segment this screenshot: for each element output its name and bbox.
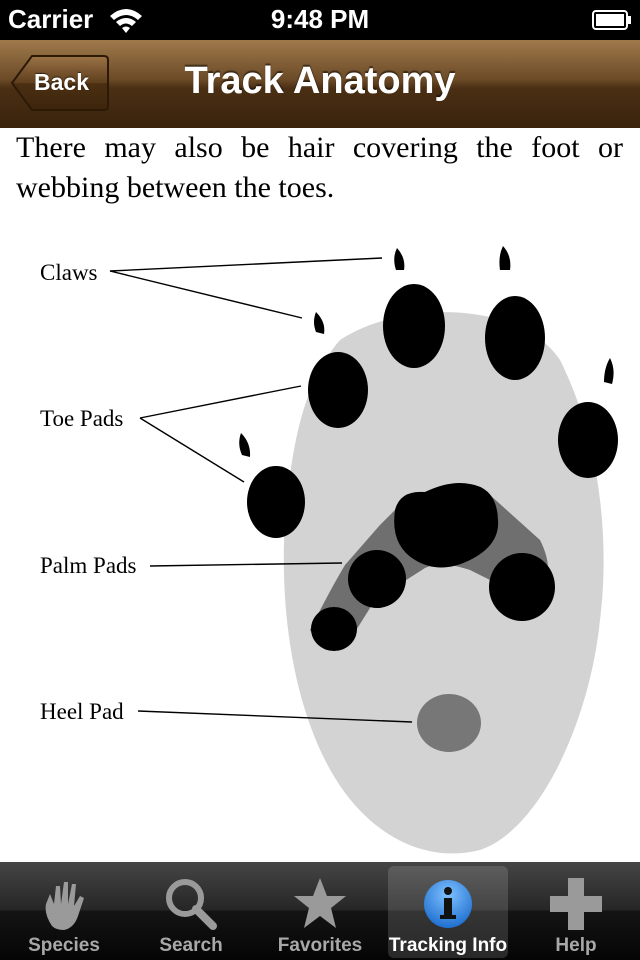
label-toe-pads: Toe Pads	[40, 406, 123, 431]
label-palm-pads: Palm Pads	[40, 553, 137, 578]
tab-favorites[interactable]: Favorites	[260, 866, 380, 958]
content-area: Claws Toe Pads Palm Pads Heel Pad There …	[0, 128, 640, 862]
palm-pad-left	[348, 550, 406, 608]
tab-species-label: Species	[28, 935, 100, 956]
info-icon	[424, 880, 472, 928]
foot-outline	[283, 312, 604, 854]
claw-3	[314, 312, 325, 334]
back-button-shape	[10, 55, 109, 111]
tab-help[interactable]: Help	[516, 866, 636, 958]
palm-pad-right	[489, 553, 555, 621]
label-heel-pad: Heel Pad	[40, 699, 124, 724]
carrier-label: Carrier	[8, 4, 94, 34]
claw-1	[394, 248, 405, 270]
navigation-bar: Back Track Anatomy	[0, 40, 640, 129]
back-button[interactable]: Back	[10, 54, 110, 112]
clock: 9:48 PM	[270, 4, 370, 34]
page-title: Track Anatomy	[184, 60, 456, 102]
claw-5	[239, 433, 251, 457]
palm-pad-main	[394, 483, 499, 568]
toe-pad-3	[308, 352, 368, 428]
toe-pad-4	[558, 402, 618, 478]
status-bar: Carrier 9:48 PM	[0, 0, 640, 40]
tab-search-label: Search	[159, 935, 223, 956]
wifi-icon	[110, 9, 142, 33]
tab-favorites-label: Favorites	[277, 935, 363, 956]
toe-pad-2	[485, 296, 545, 380]
leader-lines	[109, 257, 413, 723]
magnifier-icon	[166, 879, 217, 930]
toe-pad-1	[383, 284, 445, 368]
tab-help-label: Help	[555, 935, 597, 956]
label-claws: Claws	[40, 260, 98, 285]
palm-pad-outer	[311, 607, 357, 651]
tab-tracking-info-label: Tracking Info	[388, 935, 508, 956]
intro-text: There may also be hair covering the foot…	[16, 131, 623, 204]
track-anatomy-diagram: Claws Toe Pads Palm Pads Heel Pad	[40, 246, 618, 854]
star-icon	[294, 878, 346, 928]
heel-pad	[417, 694, 481, 752]
back-button-label: Back	[34, 69, 89, 95]
hand-icon	[45, 882, 84, 930]
toe-pad-5	[247, 466, 305, 538]
claw-4	[604, 358, 614, 384]
tab-search[interactable]: Search	[131, 866, 251, 958]
tab-species[interactable]: Species	[4, 866, 124, 958]
battery-icon	[592, 10, 631, 30]
tab-tracking-info[interactable]: Tracking Info	[388, 866, 508, 958]
tab-bar: Species Search Favorites Tracking Inf	[0, 862, 640, 960]
claw-2	[499, 246, 511, 270]
plus-cross-icon	[550, 878, 602, 930]
